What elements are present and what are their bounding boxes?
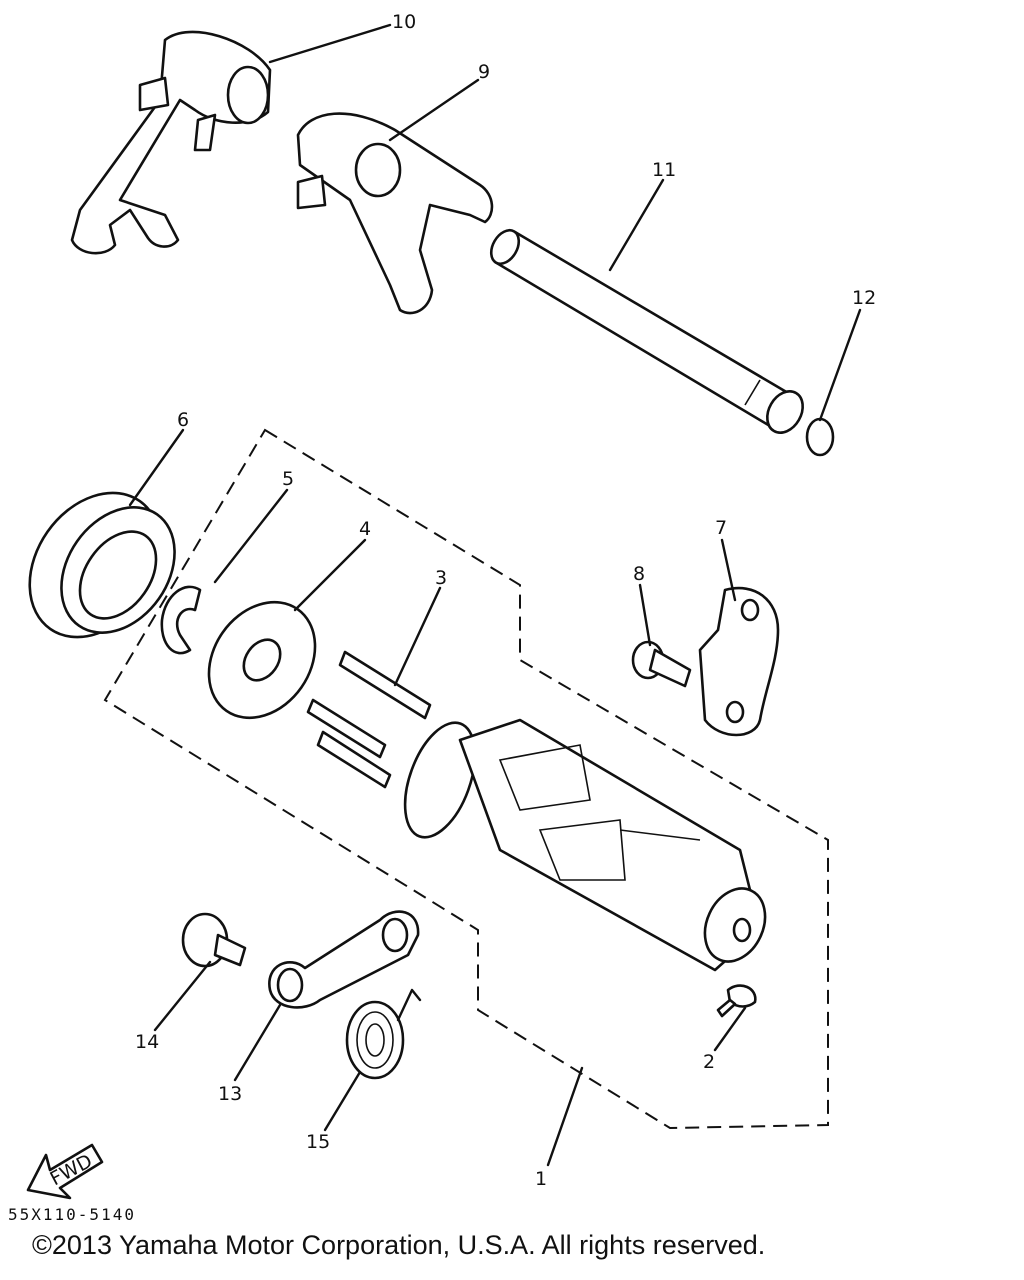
part-1-assembly-boundary: [103, 428, 829, 1130]
callout-9: 9: [478, 61, 490, 83]
callout-12: 12: [852, 287, 876, 309]
part-12-circlip[interactable]: [805, 417, 835, 457]
part-4-washer[interactable]: [187, 582, 337, 739]
part-5-snap-ring[interactable]: [160, 585, 202, 655]
part-10-shift-fork[interactable]: [70, 30, 272, 255]
leader-lines: [128, 23, 862, 1167]
callout-8: 8: [633, 563, 645, 585]
callout-5: 5: [282, 468, 294, 490]
callout-2: 2: [703, 1051, 715, 1073]
drawing-code: 55X110-5140: [8, 1205, 136, 1224]
callout-numbers: 10 9 11 12 6 5 4 3 7 8 2 14 13 15 1: [135, 11, 876, 1190]
part-3-pins[interactable]: [306, 650, 432, 789]
part-6-bearing[interactable]: [3, 468, 198, 662]
callout-15: 15: [306, 1131, 330, 1153]
part-9-shift-fork[interactable]: [296, 112, 494, 315]
part-14-bolt[interactable]: [181, 912, 247, 968]
part-11-shift-shaft[interactable]: [486, 225, 810, 439]
callout-10: 10: [392, 11, 416, 33]
callout-13: 13: [218, 1083, 242, 1105]
callout-1: 1: [535, 1168, 547, 1190]
callout-3: 3: [435, 567, 447, 589]
callout-4: 4: [359, 518, 371, 540]
copyright-notice: ©2013 Yamaha Motor Corporation, U.S.A. A…: [32, 1230, 766, 1260]
callout-14: 14: [135, 1031, 159, 1053]
callout-6: 6: [177, 409, 189, 431]
part-1-shift-cam[interactable]: [391, 713, 776, 972]
callout-11: 11: [652, 159, 676, 181]
callout-7: 7: [715, 517, 727, 539]
part-15-torsion-spring[interactable]: [345, 988, 422, 1080]
part-2-pin[interactable]: [716, 984, 757, 1018]
part-13-shift-arm[interactable]: [268, 910, 420, 1009]
part-7-stopper-plate[interactable]: [698, 586, 780, 737]
fwd-arrow-icon: FWD: [26, 1143, 104, 1200]
part-8-bolt[interactable]: [631, 640, 692, 688]
